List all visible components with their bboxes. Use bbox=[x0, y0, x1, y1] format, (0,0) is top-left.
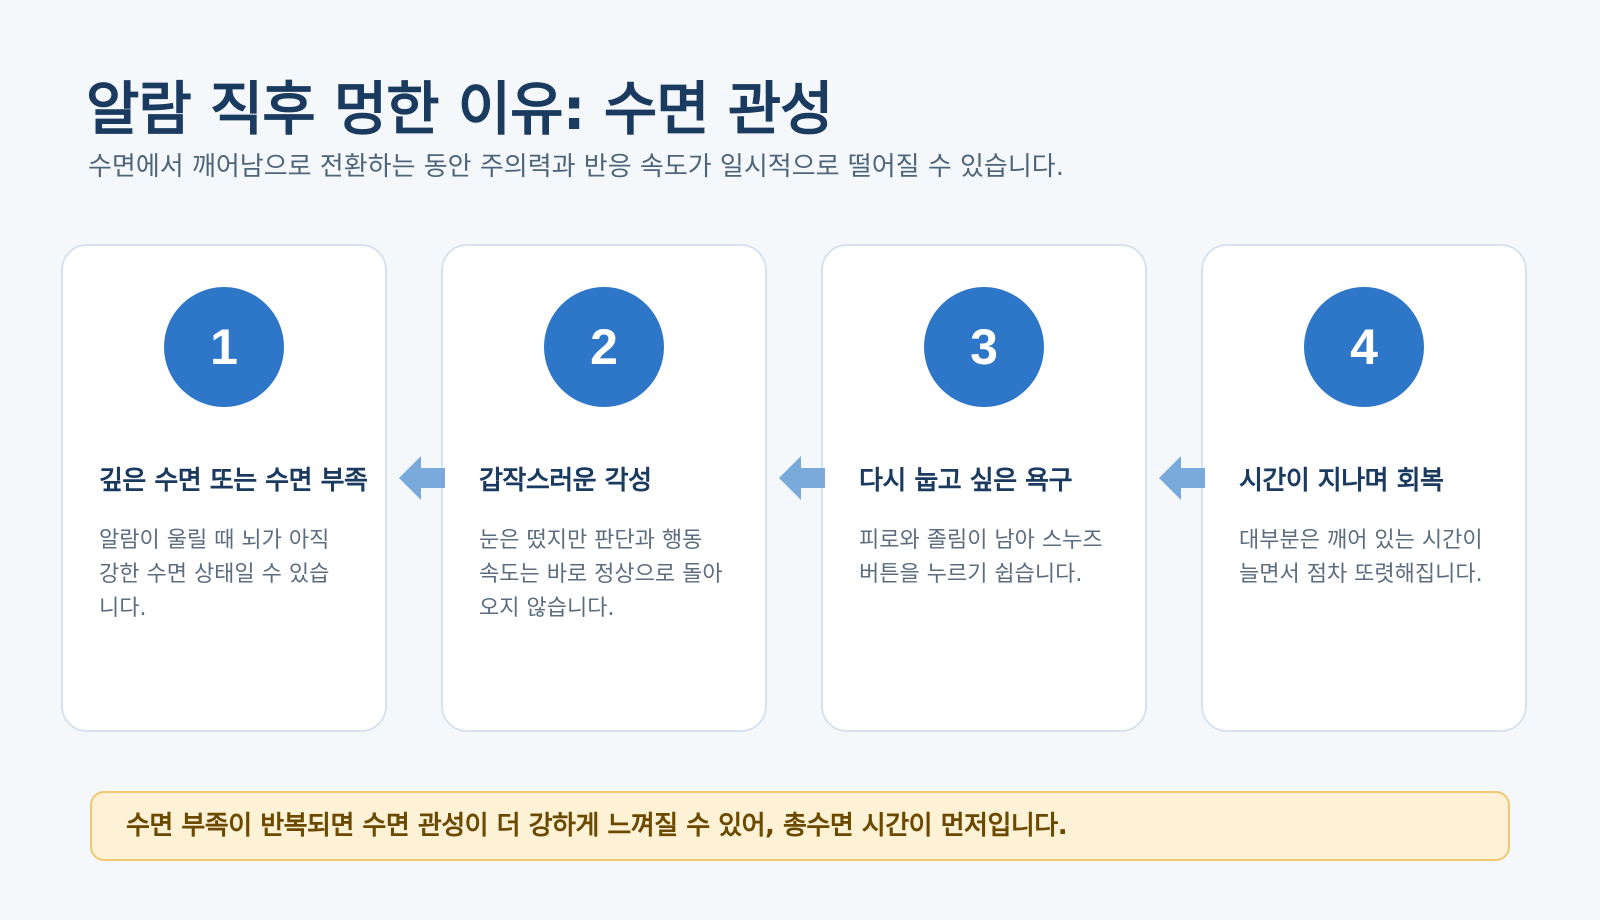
step-title: 시간이 지나며 회복 bbox=[1239, 466, 1444, 496]
arrow-left-icon bbox=[1159, 456, 1205, 500]
step-description: 대부분은 깨어 있는 시간이 늘면서 점차 또렷해집니다. bbox=[1239, 528, 1483, 587]
step-number-badge: 4 bbox=[1304, 287, 1424, 407]
step-number-badge: 2 bbox=[544, 287, 664, 407]
arrow-left-icon bbox=[779, 456, 825, 500]
page-subtitle: 수면에서 깨어남으로 전환하는 동안 주의력과 반응 속도가 일시적으로 떨어질… bbox=[88, 152, 1064, 182]
step-description: 알람이 울릴 때 뇌가 아직 강한 수면 상태일 수 있습니다. bbox=[99, 528, 330, 621]
step-title: 갑작스러운 각성 bbox=[479, 466, 652, 496]
step-description: 눈은 떴지만 판단과 행동 속도는 바로 정상으로 돌아오지 않습니다. bbox=[479, 528, 723, 621]
summary-note: 수면 부족이 반복되면 수면 관성이 더 강하게 느껴질 수 있어, 총수면 시… bbox=[90, 791, 1510, 861]
step-card-2: 2 갑작스러운 각성 눈은 떴지만 판단과 행동 속도는 바로 정상으로 돌아오… bbox=[441, 244, 767, 732]
step-card-3: 3 다시 눕고 싶은 욕구 피로와 졸림이 남아 스누즈 버튼을 누르기 쉽습니… bbox=[821, 244, 1147, 732]
step-title: 다시 눕고 싶은 욕구 bbox=[859, 466, 1073, 496]
step-card-4: 4 시간이 지나며 회복 대부분은 깨어 있는 시간이 늘면서 점차 또렷해집니… bbox=[1201, 244, 1527, 732]
step-title: 깊은 수면 또는 수면 부족 bbox=[99, 466, 368, 496]
arrow-left-icon bbox=[399, 456, 445, 500]
step-card-1: 1 깊은 수면 또는 수면 부족 알람이 울릴 때 뇌가 아직 강한 수면 상태… bbox=[61, 244, 387, 732]
step-description: 피로와 졸림이 남아 스누즈 버튼을 누르기 쉽습니다. bbox=[859, 528, 1103, 587]
page-title: 알람 직후 멍한 이유: 수면 관성 bbox=[86, 75, 833, 143]
step-number-badge: 3 bbox=[924, 287, 1044, 407]
step-number-badge: 1 bbox=[164, 287, 284, 407]
